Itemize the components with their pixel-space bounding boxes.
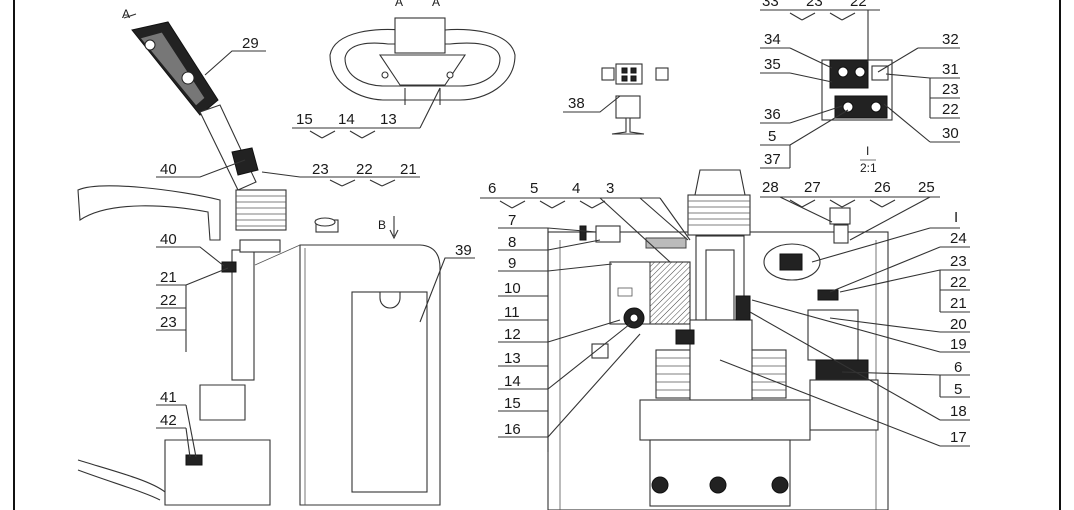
- callout-labels: A A A B 29 40 23 22 21 40 21 22 23 41 42…: [122, 0, 967, 446]
- callout-38: 38: [568, 95, 585, 112]
- front-view: [547, 169, 889, 510]
- callout-11: 11: [504, 304, 520, 321]
- callout-41: 41: [160, 389, 177, 406]
- drive-base: [639, 399, 811, 441]
- callout-40: 40: [160, 161, 177, 178]
- section-marker-a: A: [395, 0, 403, 9]
- motor-housing: [689, 319, 753, 411]
- controller-unit: [609, 261, 691, 329]
- callout-20: 20: [950, 316, 967, 333]
- callout-5: 5: [530, 180, 538, 197]
- callout-21: 21: [400, 161, 417, 178]
- detail-scale-top: I: [866, 144, 869, 158]
- callout-22: 22: [356, 161, 373, 178]
- side-view: [77, 13, 441, 506]
- callout-22c: 22: [850, 0, 867, 10]
- callout-3: 3: [606, 180, 614, 197]
- callout-13b: 13: [504, 350, 521, 367]
- wheel-bolt-icon: [651, 476, 669, 494]
- callout-39: 39: [455, 242, 472, 259]
- callout-37: 37: [764, 151, 781, 168]
- lower-frame: [164, 439, 271, 506]
- callout-23c: 23: [806, 0, 823, 10]
- callout-23d: 23: [942, 81, 959, 98]
- callout-27: 27: [804, 179, 821, 196]
- callout-5b: 5: [768, 128, 776, 145]
- callout-35: 35: [764, 56, 781, 73]
- callout-29: 29: [242, 35, 259, 52]
- callout-21c: 21: [950, 295, 967, 312]
- tiller-arm: [199, 104, 257, 191]
- bellows-left: [235, 189, 287, 231]
- callout-19: 19: [950, 336, 967, 353]
- callout-8: 8: [508, 234, 516, 251]
- callout-15b: 15: [504, 395, 521, 412]
- callout-36: 36: [764, 106, 781, 123]
- detail-i-view: [821, 59, 893, 121]
- callout-23: 23: [312, 161, 329, 178]
- callout-32: 32: [942, 31, 959, 48]
- handle-grip-part: [123, 13, 219, 116]
- callout-4: 4: [572, 180, 580, 197]
- callout-6: 6: [488, 180, 496, 197]
- callout-30: 30: [942, 125, 959, 142]
- callout-22d: 22: [942, 101, 959, 118]
- handle-top-view: [329, 17, 516, 105]
- callout-5c: 5: [954, 381, 962, 398]
- callout-I: I: [954, 209, 958, 226]
- section-marker-a2: A: [432, 0, 440, 9]
- truck-handlebar: [77, 185, 221, 241]
- callout-26: 26: [874, 179, 891, 196]
- callout-18: 18: [950, 403, 967, 420]
- leader-lines: [156, 9, 970, 458]
- callout-22b: 22: [160, 292, 177, 309]
- callout-21b: 21: [160, 269, 177, 286]
- callout-6b: 6: [954, 359, 962, 376]
- callout-14b: 14: [504, 373, 521, 390]
- callout-14: 14: [338, 111, 355, 128]
- callout-23e: 23: [950, 253, 967, 270]
- callout-28: 28: [762, 179, 779, 196]
- callout-12: 12: [504, 326, 521, 343]
- callout-31: 31: [942, 61, 959, 78]
- side-panel: [351, 291, 428, 493]
- callout-15: 15: [296, 111, 313, 128]
- callout-16: 16: [504, 421, 521, 438]
- detail-scale-bottom: 2:1: [860, 161, 877, 175]
- callout-33: 33: [762, 0, 779, 10]
- callout-25: 25: [918, 179, 935, 196]
- pin-detail: [601, 63, 669, 135]
- tiller-switch: [231, 147, 259, 176]
- callout-7: 7: [508, 212, 516, 229]
- callout-17: 17: [950, 429, 967, 446]
- callout-9: 9: [508, 255, 516, 272]
- callout-13: 13: [380, 111, 397, 128]
- callout-10: 10: [504, 280, 521, 297]
- callout-24: 24: [950, 230, 967, 247]
- arrow-marker-a: A: [122, 7, 130, 21]
- callout-23b: 23: [160, 314, 177, 331]
- callout-34: 34: [764, 31, 781, 48]
- view-marker-b: B: [378, 218, 386, 232]
- bellows-center: [687, 169, 751, 236]
- callout-22e: 22: [950, 274, 967, 291]
- callout-40b: 40: [160, 231, 177, 248]
- callout-42: 42: [160, 412, 177, 429]
